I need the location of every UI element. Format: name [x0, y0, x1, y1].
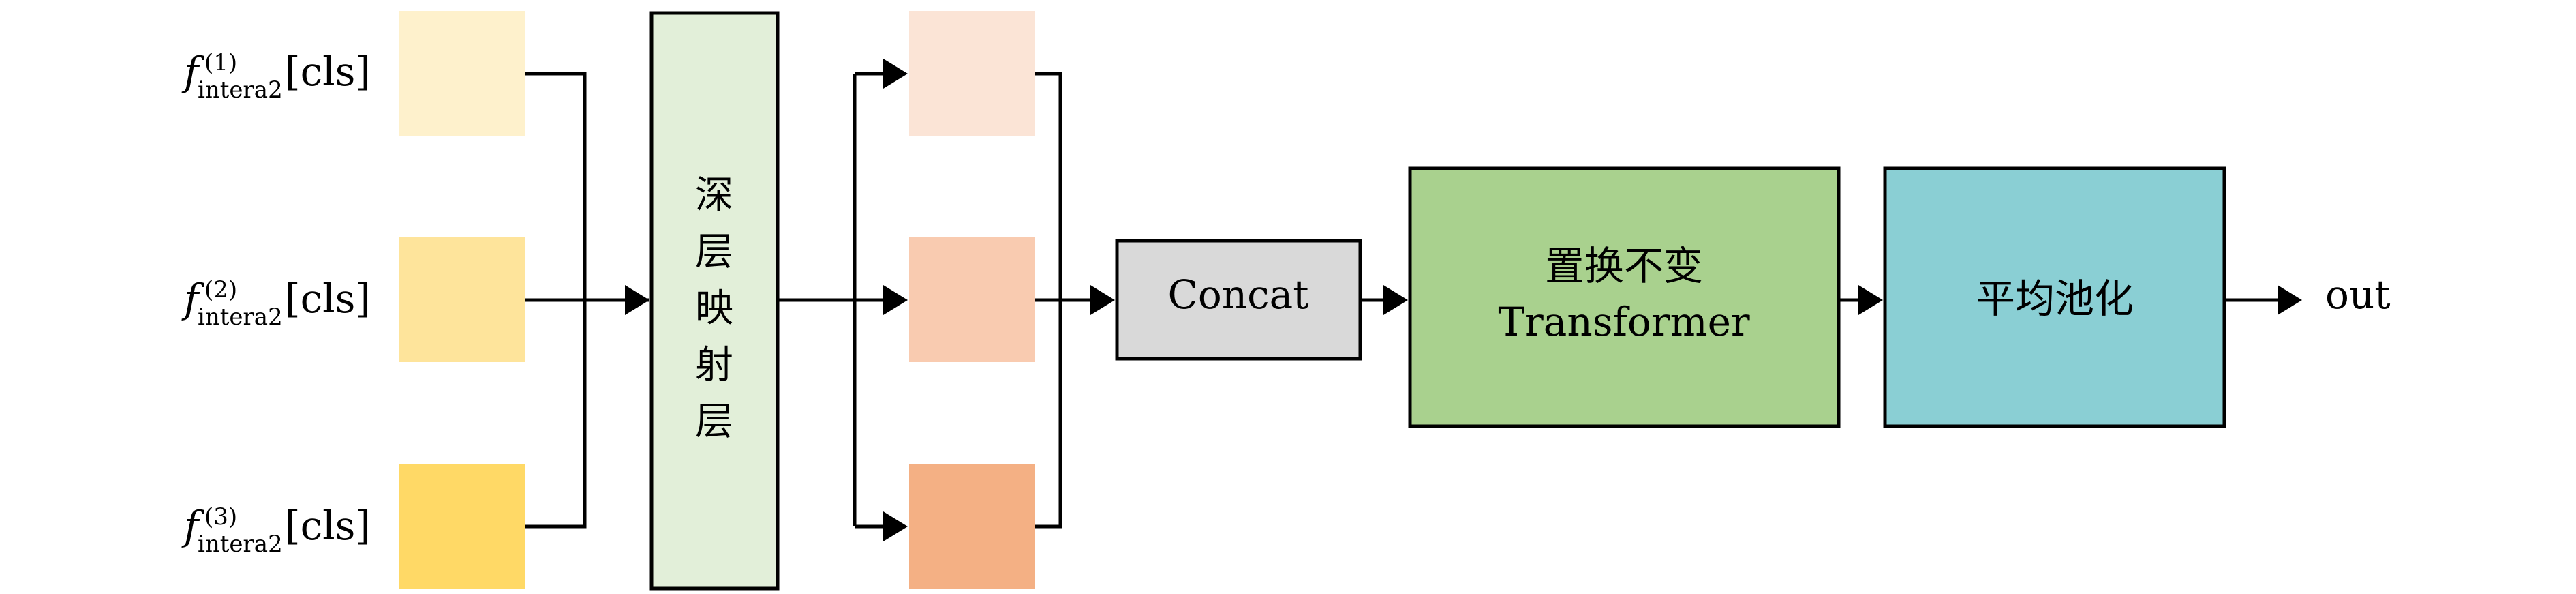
input-label-2-sub: intera2 [198, 303, 283, 331]
mapping-char-2: 层 [695, 230, 733, 274]
transformer-box [1408, 166, 1841, 428]
arrowhead-to-transformer [1383, 285, 1408, 315]
pooling-box [1883, 166, 2226, 428]
input-label-1: f (1) intera2 [cls] [181, 48, 371, 104]
pooling-label: 平均池化 [1976, 276, 2134, 322]
mapping-char-4: 射 [695, 343, 733, 387]
arrowhead-to-output [2278, 285, 2302, 315]
input-token-2 [399, 237, 525, 362]
input-label-3-suffix: [cls] [285, 503, 371, 549]
arrowhead-to-concat [1090, 285, 1115, 315]
transformer-label-line1: 置换不变 [1545, 243, 1703, 289]
mapped-token-2 [909, 237, 1035, 362]
connector-input-3 [525, 300, 587, 529]
input-label-3-sup: (3) [204, 503, 237, 531]
input-label-1-sup: (1) [204, 49, 237, 76]
arrowhead-to-mapping [625, 285, 649, 315]
transformer-label-line2: Transformer [1498, 299, 1750, 345]
input-label-2-sup: (2) [204, 276, 237, 303]
input-token-1 [399, 11, 525, 136]
connector-mapped-3 [1035, 300, 1062, 529]
input-label-2: f (2) intera2 [cls] [181, 276, 371, 331]
concat-connectors [1035, 72, 1090, 529]
input-token-3 [399, 464, 525, 589]
deep-mapping-layer-label: 深 层 映 射 层 [695, 173, 733, 444]
mapping-char-5: 层 [695, 400, 733, 444]
mapped-token-3 [909, 464, 1035, 589]
connector-mapped-1 [1035, 72, 1062, 300]
input-label-2-suffix: [cls] [285, 276, 371, 322]
mapping-char-1: 深 [695, 173, 733, 218]
arrowhead-mapped-3 [883, 511, 908, 541]
input-label-3-sub: intera2 [198, 531, 283, 558]
input-label-3: f (3) intera2 [cls] [181, 503, 371, 558]
deep-mapping-layer [649, 11, 780, 591]
arrowhead-mapped-1 [883, 59, 908, 89]
concat-box [1115, 239, 1362, 361]
mapping-char-3: 映 [695, 286, 733, 331]
fanout-connectors [778, 72, 886, 529]
arrowhead-mapped-2 [883, 285, 908, 315]
input-label-1-suffix: [cls] [285, 48, 371, 95]
concat-label: Concat [1167, 271, 1308, 318]
connector-input-1 [525, 72, 587, 300]
input-label-1-sub: intera2 [198, 76, 283, 104]
mapped-token-1 [909, 11, 1035, 136]
output-label: out [2325, 271, 2391, 318]
arrowhead-to-pooling [1858, 285, 1883, 315]
